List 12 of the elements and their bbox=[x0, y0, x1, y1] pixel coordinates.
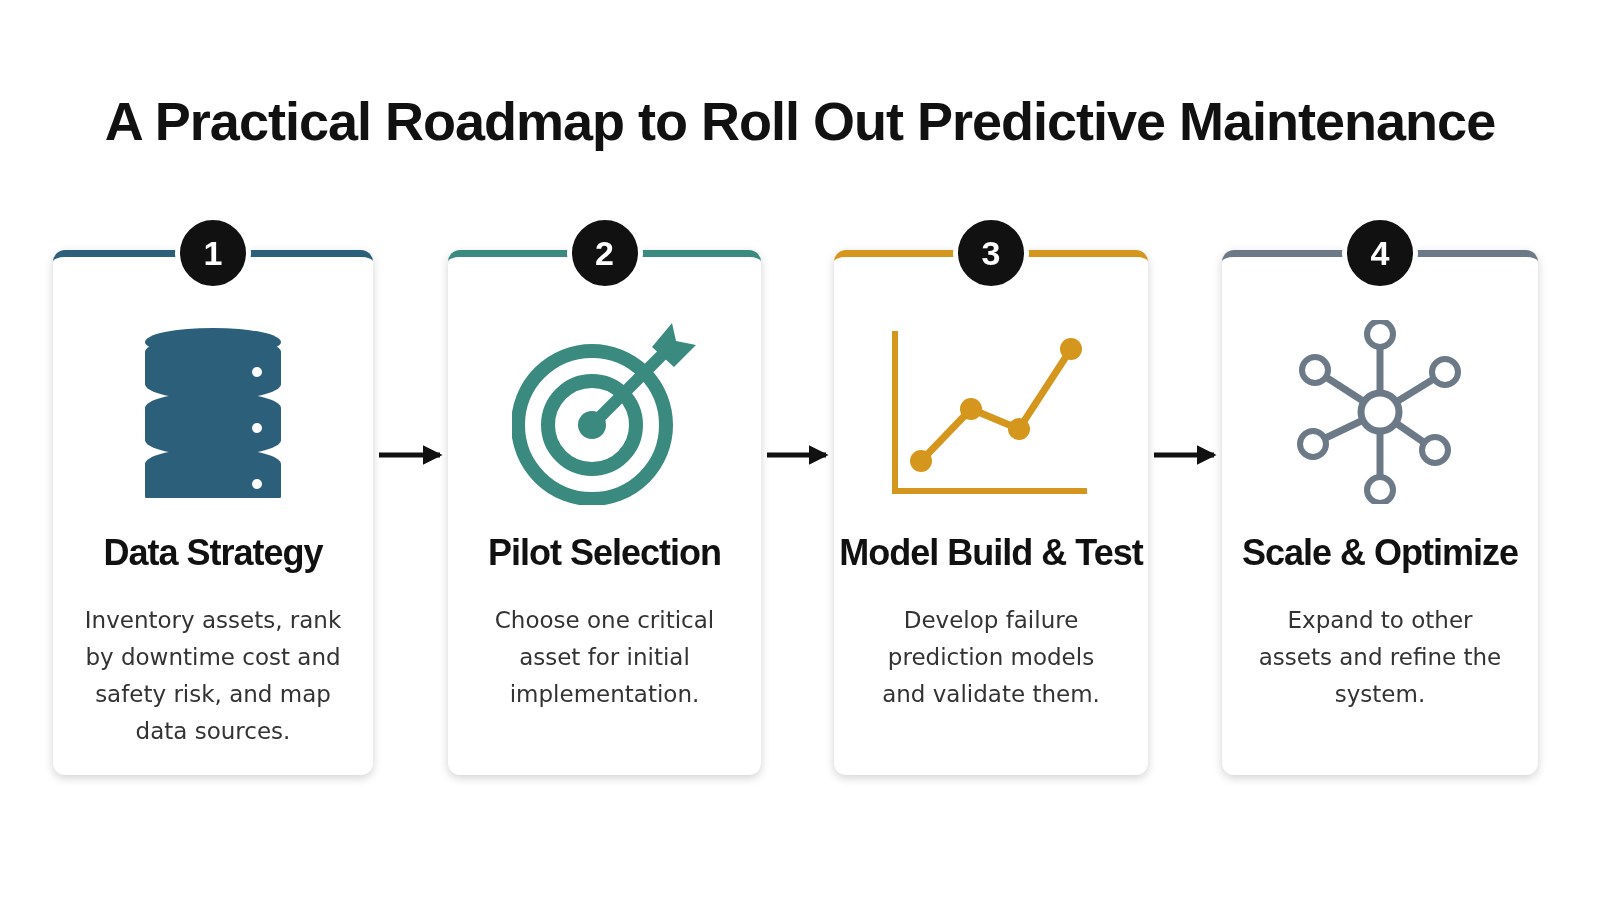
arrow bbox=[1154, 445, 1217, 465]
step-heading: Pilot Selection bbox=[486, 532, 722, 574]
step-description: Inventory assets, rank by downtime cost and safety risk, and map data sources. bbox=[83, 606, 343, 746]
step-description: Choose one critical asset for initial implementation. bbox=[493, 606, 716, 709]
step-heading: Scale & Optimize bbox=[1240, 532, 1520, 574]
arrow bbox=[379, 445, 443, 465]
step-heading: Data Strategy bbox=[102, 532, 324, 574]
title: A Practical Roadmap to Roll Out Predictive Maintenance bbox=[103, 90, 1497, 152]
step-heading: Model Build & Test bbox=[838, 532, 1145, 574]
arrow bbox=[767, 445, 829, 465]
step-description: Develop failure prediction models and validate them. bbox=[881, 606, 1101, 709]
step-description: Expand to other assets and refine the system. bbox=[1257, 606, 1503, 709]
